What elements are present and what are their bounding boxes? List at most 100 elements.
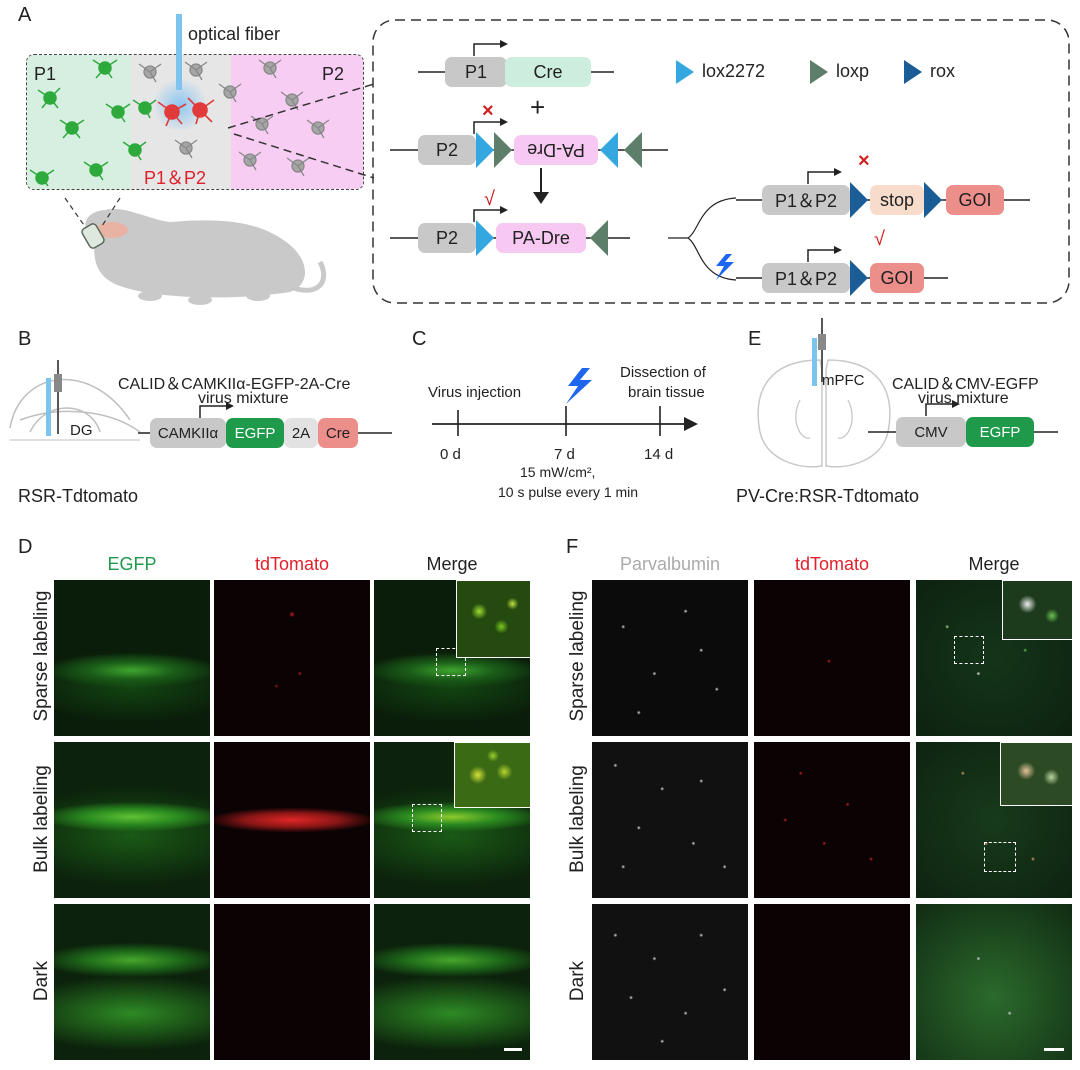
t0-label: 0 d	[440, 446, 461, 463]
lightning-icon	[566, 368, 592, 404]
panel-label-b: B	[18, 328, 32, 350]
inset-image	[1000, 742, 1072, 806]
green-neuron	[59, 119, 85, 139]
image-tdtomato-sparse-f	[754, 580, 910, 736]
green-neuron	[83, 161, 109, 181]
p2-promoter-box-2: P2	[418, 223, 476, 253]
image-tdtomato-bulk	[214, 742, 370, 898]
green-neuron	[105, 103, 131, 123]
image-merge-dark	[374, 904, 530, 1060]
row-sparse-d: Sparse labeling	[31, 590, 52, 722]
row-sparse-f: Sparse labeling	[567, 590, 588, 722]
row-dark-d: Dark	[31, 960, 52, 1002]
image-tdtomato-dark	[214, 904, 370, 1060]
p1-region-label: P1	[34, 64, 57, 84]
zoom-box	[412, 804, 442, 832]
image-parvalbumin-dark	[592, 904, 748, 1060]
panel-label-a: A	[18, 4, 32, 26]
cross-mark-2: ×	[858, 150, 870, 172]
hippocampus-sketch	[9, 378, 141, 441]
light-param-1: 15 mW/cm²,	[520, 464, 596, 480]
loxp-icon	[810, 60, 828, 84]
check-mark-2: √	[874, 228, 885, 250]
image-merge-bulk	[374, 742, 530, 898]
panel-b-title-1: CALID＆CAMKIIα-EGFP-2A-Cre	[118, 376, 351, 393]
inset-image	[454, 742, 530, 808]
gray-neuron	[174, 139, 198, 159]
zoom-box	[984, 842, 1016, 872]
egfp-box: EGFP	[226, 418, 284, 448]
gray-neuron	[138, 63, 162, 83]
red-neuron	[157, 101, 187, 127]
scale-bar	[1044, 1048, 1064, 1051]
image-merge-sparse-f	[916, 580, 1072, 736]
col-tdtomato-d: tdTomato	[254, 554, 330, 574]
p1-region	[27, 55, 131, 189]
row-bulk-f: Bulk labeling	[567, 765, 588, 873]
green-neuron	[122, 141, 147, 161]
row-bulk-d: Bulk labeling	[31, 765, 52, 873]
col-egfp: EGFP	[107, 554, 157, 574]
col-merge-f: Merge	[968, 554, 1020, 574]
pa-dre-box: PA-Dre	[496, 223, 586, 253]
image-tdtomato-bulk-f	[754, 742, 910, 898]
optical-fiber	[176, 14, 182, 90]
green-neuron	[37, 87, 61, 109]
gray-neuron	[258, 59, 282, 79]
col-parvalbumin: Parvalbumin	[619, 554, 721, 574]
construct-box	[372, 19, 1070, 304]
gray-neuron	[286, 157, 310, 177]
image-tdtomato-dark-f	[754, 904, 910, 1060]
cmv-box: CMV	[896, 417, 966, 447]
p1-promoter-box: P1	[445, 57, 507, 87]
p2-promoter-box: P2	[418, 135, 476, 165]
panel-label-f: F	[566, 536, 579, 558]
plus-sign: +	[530, 92, 546, 122]
pa-dre-inverted-box: PA-Dre	[514, 135, 598, 165]
optical-fiber-label: optical fiber	[188, 24, 281, 44]
col-tdtomato-f: tdTomato	[794, 554, 870, 574]
gray-neuron	[250, 115, 274, 135]
panel-label-c: C	[412, 328, 427, 350]
gray-neuron	[306, 119, 330, 139]
camkii-box: CAMKIIα	[150, 418, 226, 448]
panel-e-title-2: virus mixture	[918, 390, 1009, 407]
cre-box: Cre	[505, 57, 591, 87]
image-egfp-bulk	[54, 742, 210, 898]
panel-label-d: D	[18, 536, 33, 558]
panel-e-title-1: CALID＆CMV-EGFP	[892, 376, 1039, 393]
p1p2-promoter-box: P1＆P2	[762, 185, 850, 215]
image-tdtomato-sparse	[214, 580, 370, 736]
zoom-box	[436, 648, 466, 676]
panel-b-title-2: virus mixture	[198, 390, 289, 407]
image-merge-dark-f	[916, 904, 1072, 1060]
cre-box-b: Cre	[318, 418, 358, 448]
legend-lox2272: lox2272	[702, 61, 766, 81]
p1p2-region-label: P1＆P2	[144, 168, 207, 188]
row-dark-f: Dark	[567, 960, 588, 1002]
rsr-tdtomato-label: RSR-Tdtomato	[18, 486, 139, 506]
scale-bar	[504, 1048, 522, 1051]
mouse-illustration	[64, 197, 327, 305]
gray-neuron	[184, 61, 208, 81]
gray-neuron	[280, 91, 304, 111]
t14-label: 14 d	[644, 446, 674, 463]
t7-label: 7 d	[554, 446, 575, 463]
red-neuron	[187, 97, 215, 125]
virus-injection-label: Virus injection	[428, 384, 522, 401]
check-mark: √	[484, 188, 495, 210]
lox2272-icon	[676, 60, 694, 84]
dg-label: DG	[70, 422, 93, 439]
goi-box-2: GOI	[870, 263, 924, 293]
dissection-label-1: Dissection of	[620, 364, 706, 381]
stop-box: stop	[870, 185, 924, 215]
image-egfp-dark	[54, 904, 210, 1060]
inset-image	[456, 580, 530, 658]
gray-neuron	[238, 151, 262, 171]
gray-neuron	[218, 83, 242, 103]
green-neuron	[29, 169, 55, 187]
legend-loxp: loxp	[836, 61, 870, 81]
green-neuron	[92, 59, 118, 79]
p2-region-label: P2	[322, 64, 345, 84]
